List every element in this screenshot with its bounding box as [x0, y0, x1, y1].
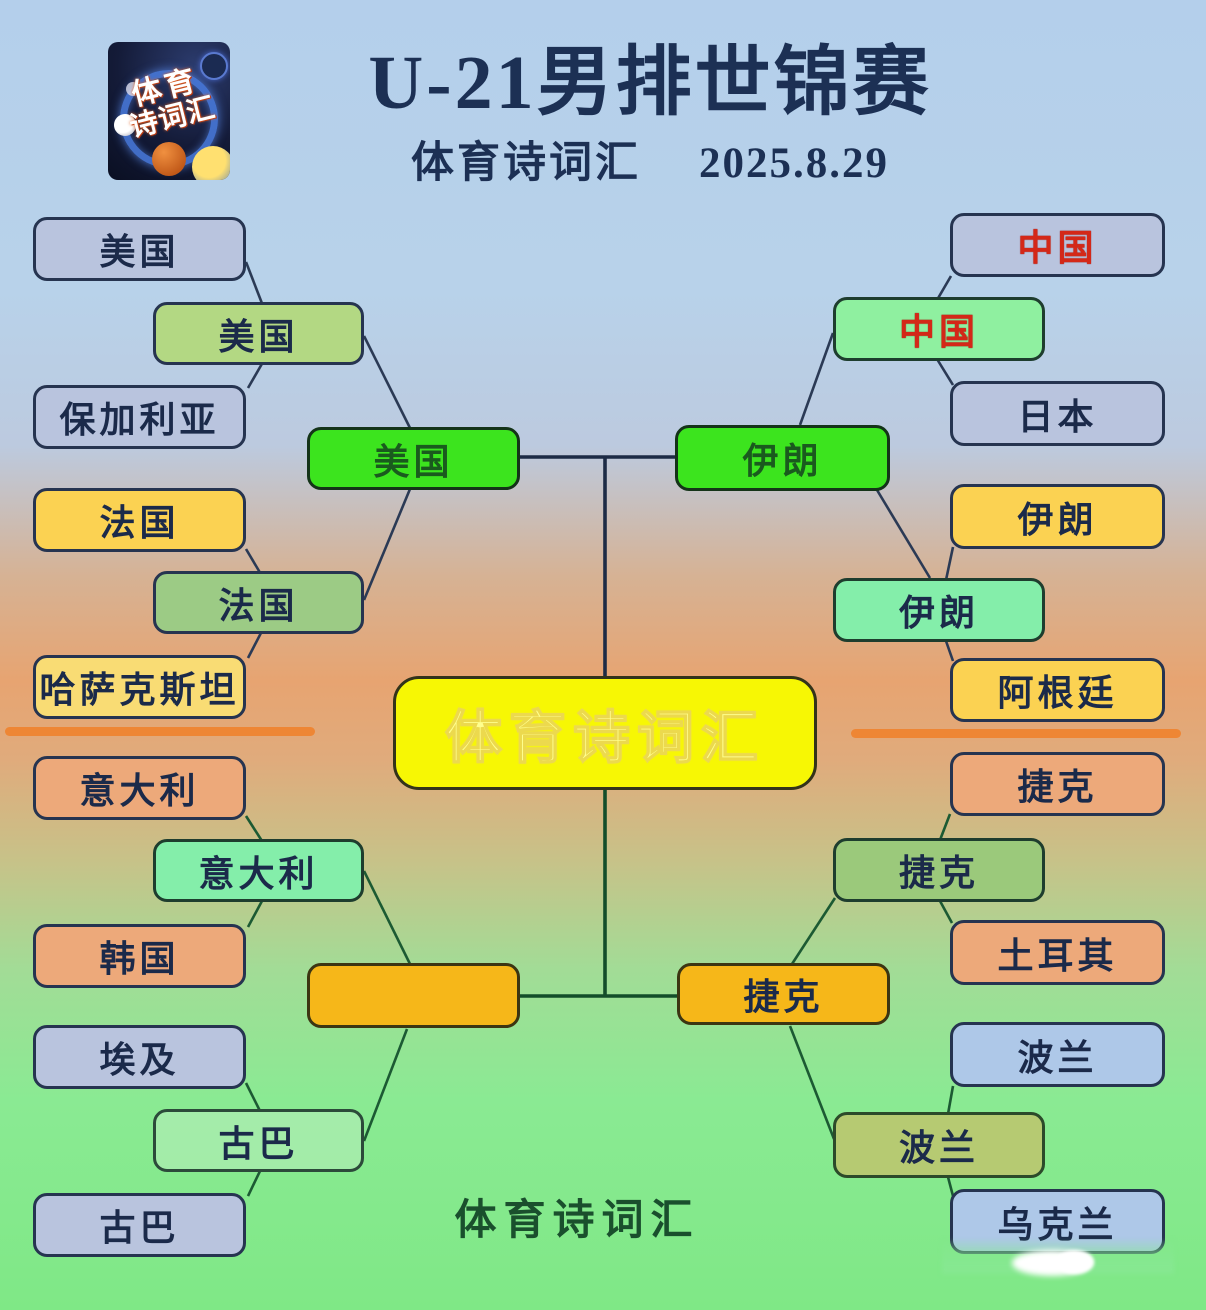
volleyball-icon: [192, 146, 230, 180]
connector-line: [946, 1085, 955, 1115]
left-divider-bar: [5, 727, 315, 736]
connector-line: [946, 1176, 955, 1197]
connector-line: [938, 813, 952, 841]
left-r16-box-2: 保加利亚: [33, 385, 246, 449]
connector-line: [944, 546, 955, 581]
basketball-icon: [152, 142, 186, 176]
connector-line: [944, 640, 955, 662]
left-bottom-slot-box: [307, 963, 520, 1028]
right-qf-box-4: 波兰: [833, 1112, 1045, 1178]
connector-line: [790, 897, 837, 965]
connector-line: [935, 358, 955, 386]
left-r16-box-7: 埃及: [33, 1025, 246, 1089]
connector-line: [938, 900, 954, 924]
left-semifinal-winner-box: 美国: [307, 427, 520, 490]
left-r16-box-3: 法国: [33, 488, 246, 552]
planet-icon: [200, 52, 228, 80]
right-divider-bar: [851, 729, 1181, 738]
right-bottom-slot-box: 捷克: [677, 963, 890, 1025]
right-r16-box-3: 伊朗: [950, 484, 1165, 549]
left-r16-box-8: 古巴: [33, 1193, 246, 1257]
footer-watermark-text: 体育诗词汇: [454, 1198, 700, 1244]
right-r16-box-7: 波兰: [950, 1022, 1165, 1087]
right-r16-box-6: 土耳其: [950, 920, 1165, 985]
right-qf-box-1: 中国: [833, 297, 1045, 361]
left-qf-box-4: 古巴: [153, 1109, 364, 1172]
left-r16-box-6: 韩国: [33, 924, 246, 988]
left-qf-box-2: 法国: [153, 571, 364, 634]
soccer-ball-icon: [126, 82, 140, 96]
soccer-ball-icon: [114, 114, 136, 136]
channel-logo: 体育 诗词汇: [108, 42, 230, 180]
left-r16-box-4: 哈萨克斯坦: [33, 655, 246, 719]
connector-line: [935, 275, 953, 301]
connector-line: [362, 335, 412, 429]
white-blob: [1056, 1250, 1094, 1274]
left-r16-box-5: 意大利: [33, 756, 246, 820]
connector-line: [798, 332, 835, 426]
center-watermark-box: 体育诗词汇: [393, 676, 817, 790]
right-qf-box-2: 伊朗: [833, 578, 1045, 642]
connector-line: [244, 815, 264, 842]
left-qf-box-3: 意大利: [153, 839, 364, 902]
connector-line: [362, 870, 412, 965]
right-r16-box-5: 捷克: [950, 752, 1165, 816]
publish-date: 2025.8.29: [699, 140, 889, 187]
connector-line: [246, 361, 265, 389]
right-semifinal-winner-box: 伊朗: [675, 425, 890, 491]
page-title: U-21男排世锦赛: [368, 41, 932, 125]
connector-line: [244, 261, 265, 307]
right-r16-box-2: 日本: [950, 381, 1165, 446]
right-qf-box-3: 捷克: [833, 838, 1045, 902]
left-r16-box-1: 美国: [33, 217, 246, 281]
center-watermark-text: 体育诗词汇: [444, 706, 765, 771]
channel-name: 体育诗词汇: [411, 140, 641, 187]
connector-line: [246, 1170, 262, 1197]
connector-line: [875, 489, 932, 579]
page-subtitle: 体育诗词汇 2025.8.29: [300, 128, 1000, 190]
connector-line: [246, 630, 264, 659]
right-r16-box-1: 中国: [950, 213, 1165, 277]
connector-line: [788, 1025, 836, 1140]
connector-line: [362, 1028, 409, 1142]
connector-line: [244, 1082, 262, 1112]
left-qf-box-1: 美国: [153, 302, 364, 365]
right-r16-box-4: 阿根廷: [950, 658, 1165, 722]
connector-line: [246, 900, 264, 928]
connector-line: [362, 488, 412, 601]
